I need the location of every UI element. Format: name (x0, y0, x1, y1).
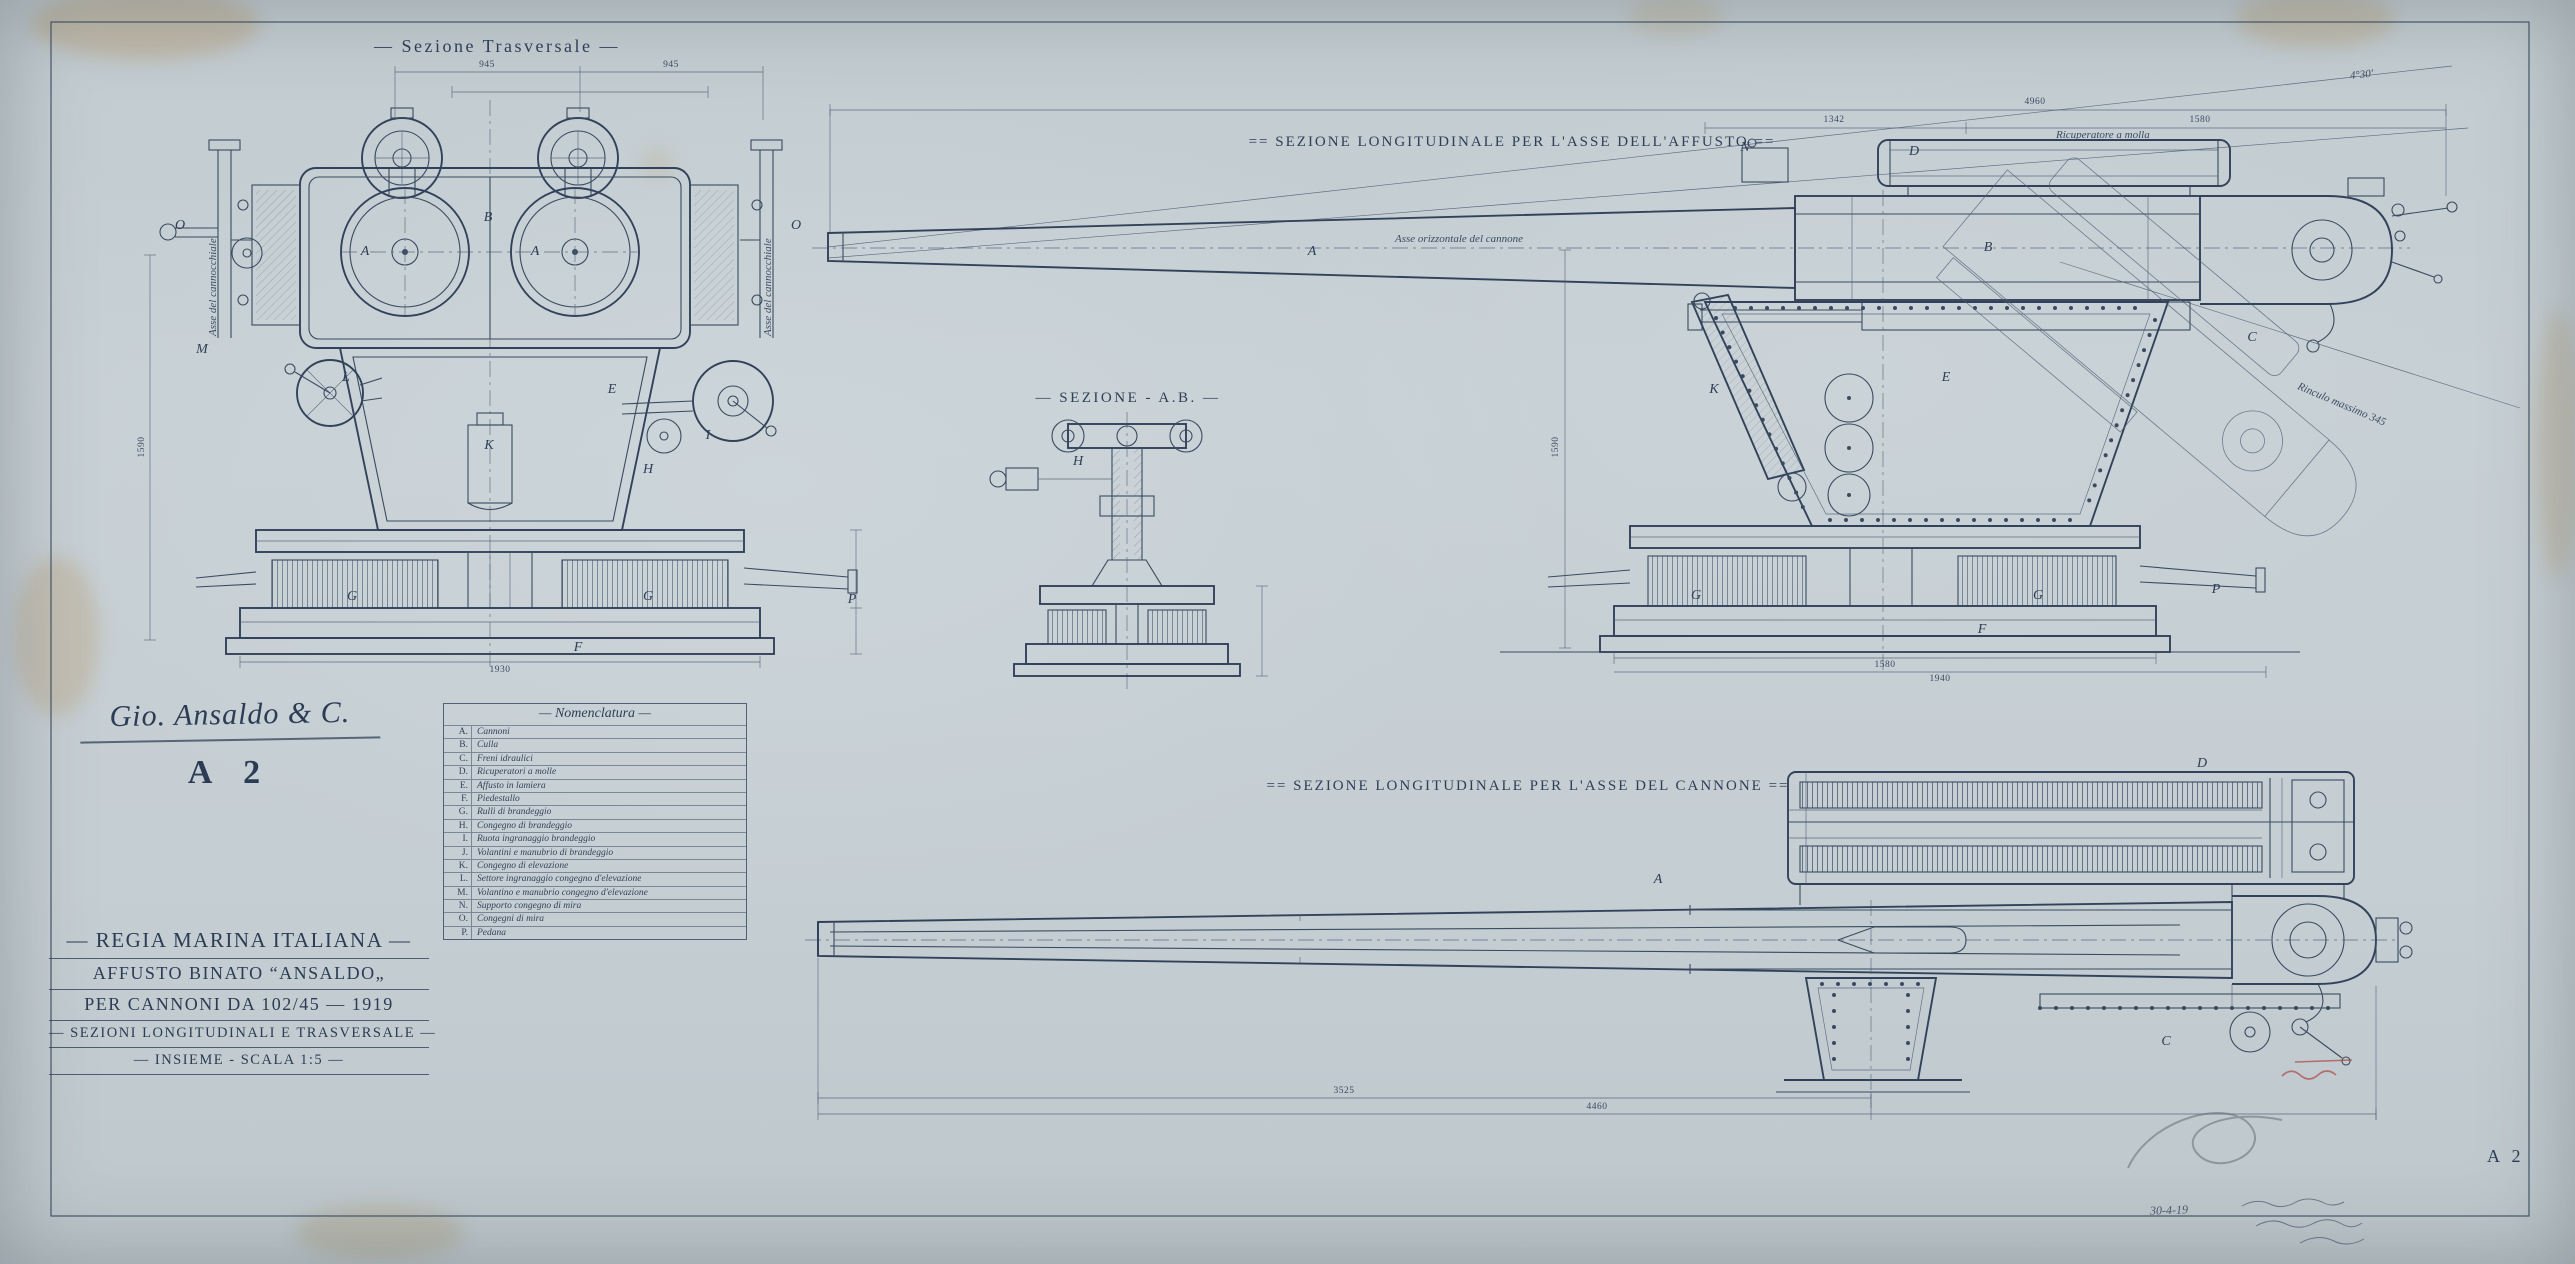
nomenclature-label: Ruota ingranaggio brandeggio (477, 834, 596, 845)
nomenclature-row: E. Affusto in lamiera (444, 778, 746, 792)
nomenclature-key: I. (444, 833, 472, 846)
nomenclature-key: K. (444, 859, 472, 873)
view-sezione-longitudinale-affusto (812, 65, 2521, 678)
cradle-side (1794, 195, 2201, 301)
nomenclature-label: Congegno di brandeggio (477, 820, 572, 831)
nomenclature-label: Affusto in lamiera (477, 780, 546, 791)
nomenclature-table: — Nomenclatura — A. Cannoni B. Culla C. … (443, 703, 747, 941)
view-sezione-longitudinale-cannone (805, 771, 2413, 1120)
gun-barrel-section (805, 901, 2400, 979)
nomenclature-key: L. (444, 873, 472, 886)
nomenclature-key: N. (444, 900, 472, 913)
nomenclature-key: P. (444, 926, 472, 940)
nomenclature-key: M. (444, 886, 472, 900)
nomenclature-label: Congegni di mira (477, 914, 545, 925)
nomenclature-row: L. Settore ingranaggio congegno d'elevaz… (444, 872, 746, 886)
breech-mechanism-section (2232, 895, 2413, 1066)
maker-block: Gio. Ansaldo & C. A 2 (79, 695, 381, 792)
nomenclature-key: C. (444, 752, 472, 766)
nomenclature-key: E. (444, 779, 472, 792)
nomenclature-row: F. Piedestallo (444, 791, 746, 806)
nomenclature-key: O. (444, 913, 472, 926)
nomenclature-label: Supporto congegno di mira (477, 901, 582, 912)
nomenclature-title: — Nomenclatura — (539, 706, 651, 721)
nomenclature-row: G. Rulli di brandeggio (444, 805, 746, 819)
nomenclature-label: Settore ingranaggio congegno d'elevazion… (477, 874, 642, 885)
nomenclature-label: Freni idraulici (477, 753, 533, 764)
title-block-navy: — REGIA MARINA ITALIANA — (49, 924, 429, 959)
nomenclature-label: Culla (477, 740, 499, 751)
nomenclature-row: K. Congegno di elevazione (444, 858, 746, 873)
view-title-sezione-ab: — SEZIONE - A.B. — (1035, 390, 1221, 406)
cradle-housing (299, 167, 691, 349)
nomenclature-row: C. Freni idraulici (444, 751, 746, 766)
nomenclature-key: H. (444, 819, 472, 833)
nomenclature-row: D. Ricuperatori a molle (444, 765, 746, 779)
nomenclature-row: J. Volantini e manubrio di brandeggio (444, 845, 746, 859)
elevated-position-ghost (1935, 157, 2357, 537)
elevation-handwheel (284, 359, 383, 427)
nomenclature-label: Piedestallo (477, 793, 520, 804)
trunnion-bracket-left (251, 184, 301, 326)
signature-flourish (2127, 1112, 2283, 1169)
nomenclature-rows: A. Cannoni B. Culla C. Freni idraulici D… (444, 725, 746, 940)
title-block: — REGIA MARINA ITALIANA — AFFUSTO BINATO… (49, 924, 435, 1075)
view-title-sezione-longitudinale-cannone: == SEZIONE LONGITUDINALE PER L'ASSE DEL … (1266, 778, 1790, 794)
sight-column-right (740, 139, 783, 338)
date-annotation: 30-4-19 (2149, 1202, 2189, 1218)
title-block-scale: — INSIEME - SCALA 1:5 — (49, 1048, 429, 1075)
nomenclature-row: N. Supporto congegno di mira (444, 899, 746, 913)
view-sezione-trasversale (144, 66, 862, 672)
inspection-marks (2127, 1059, 2365, 1245)
breech-block-side (2200, 177, 2458, 353)
view-sezione-ab (989, 412, 1268, 692)
top-roller-right (537, 107, 619, 199)
view-title-sezione-longitudinale-affusto: == SEZIONE LONGITUDINALE PER L'ASSE DELL… (1248, 134, 1776, 150)
nomenclature-row: P. Pedana (444, 925, 746, 940)
nomenclature-row: B. Culla (444, 738, 746, 752)
nomenclature-key: G. (444, 806, 472, 819)
nomenclature-key: B. (444, 739, 472, 752)
nomenclature-label: Cannoni (477, 727, 510, 737)
nomenclature-row: H. Congegno di brandeggio (444, 818, 746, 833)
trunnion-bracket-right (689, 184, 739, 326)
nomenclature-label: Volantini e manubrio di brandeggio (477, 847, 614, 858)
title-block-mount: AFFUSTO BINATO “ANSALDO„ (49, 959, 429, 990)
spring-recuperator-assembly (1787, 771, 2355, 905)
top-roller-left (361, 107, 443, 199)
pedestal-base (195, 529, 858, 655)
maker-name: Gio. Ansaldo & C. (79, 695, 381, 744)
sheet-number-stamp: A 2 (2487, 1146, 2525, 1166)
nomenclature-label: Rulli di brandeggio (477, 807, 552, 818)
nomenclature-row: O. Congegni di mira (444, 912, 746, 926)
sight-column-left (159, 139, 263, 338)
elevating-rack (2039, 993, 2341, 1009)
elevating-arc (1690, 293, 1806, 481)
nomenclature-key: A. (444, 726, 472, 739)
training-handwheel (621, 360, 777, 454)
nomenclature-key: F. (444, 792, 472, 806)
nomenclature-row: M. Volantino e manubrio congegno d'eleva… (444, 885, 746, 900)
title-block-sections: — SEZIONI LONGITUDINALI E TRASVERSALE — (49, 1021, 435, 1048)
riveted-support-plate (1776, 977, 1970, 1093)
sight-support-fitting (1741, 147, 1789, 183)
nomenclature-label: Ricuperatori a molle (477, 767, 557, 778)
pedestal-base-side (1500, 525, 2300, 653)
nomenclature-key: J. (444, 846, 472, 859)
nomenclature-key: D. (444, 766, 472, 779)
recuperator-cylinder (1877, 139, 2231, 187)
drawing-code: A 2 (187, 754, 273, 791)
view-title-sezione-trasversale: — Sezione Trasversale — (374, 36, 620, 56)
nomenclature-label: Pedana (477, 927, 507, 938)
nomenclature-row: I. Ruota ingranaggio brandeggio (444, 832, 746, 846)
nomenclature-row: A. Cannoni (444, 725, 746, 739)
title-block-gun: PER CANNONI DA 102/45 — 1919 (49, 990, 429, 1021)
sheet-border (50, 21, 2530, 1217)
nomenclature-label: Volantino e manubrio congegno d'elevazio… (477, 887, 648, 898)
nomenclature-label: Congegno di elevazione (477, 860, 569, 871)
